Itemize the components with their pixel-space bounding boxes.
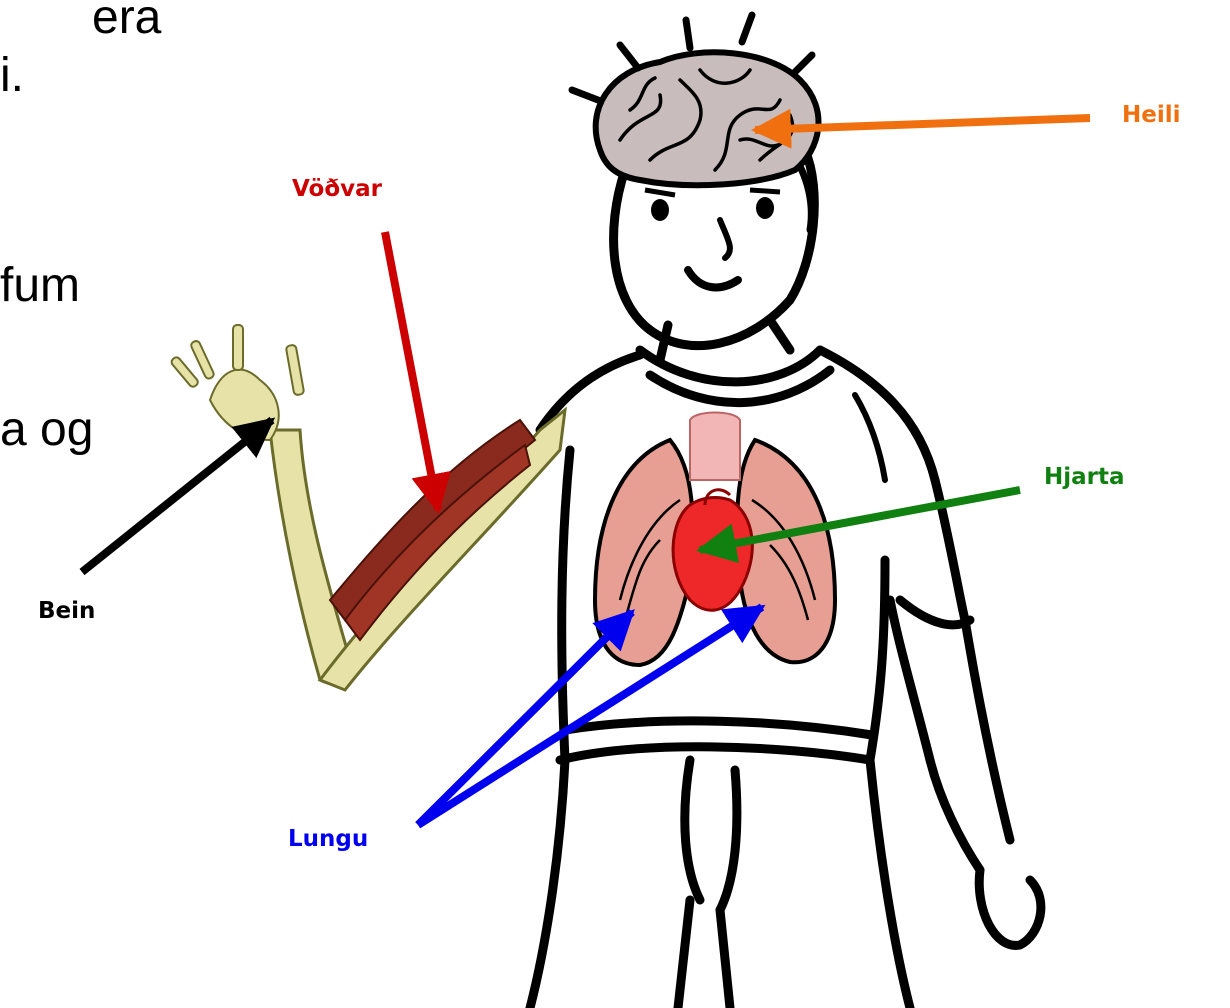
brain — [596, 52, 819, 185]
left-eye — [651, 199, 669, 221]
lungu-arrow-left — [418, 612, 632, 825]
label-bein: Bein — [38, 600, 95, 623]
label-hjarta: Hjarta — [1044, 466, 1125, 489]
label-heili: Heili — [1122, 104, 1181, 127]
left-eyebrow — [645, 190, 675, 195]
right-eye — [756, 197, 774, 219]
lungu-arrow-right — [418, 607, 762, 825]
bein-arrow — [82, 420, 272, 572]
right-eyebrow — [750, 190, 780, 192]
vodvar-arrow — [385, 232, 438, 510]
label-lungu: Lungu — [288, 828, 368, 851]
label-vodvar: Vöðvar — [292, 178, 382, 201]
arm-skeleton — [170, 325, 565, 690]
